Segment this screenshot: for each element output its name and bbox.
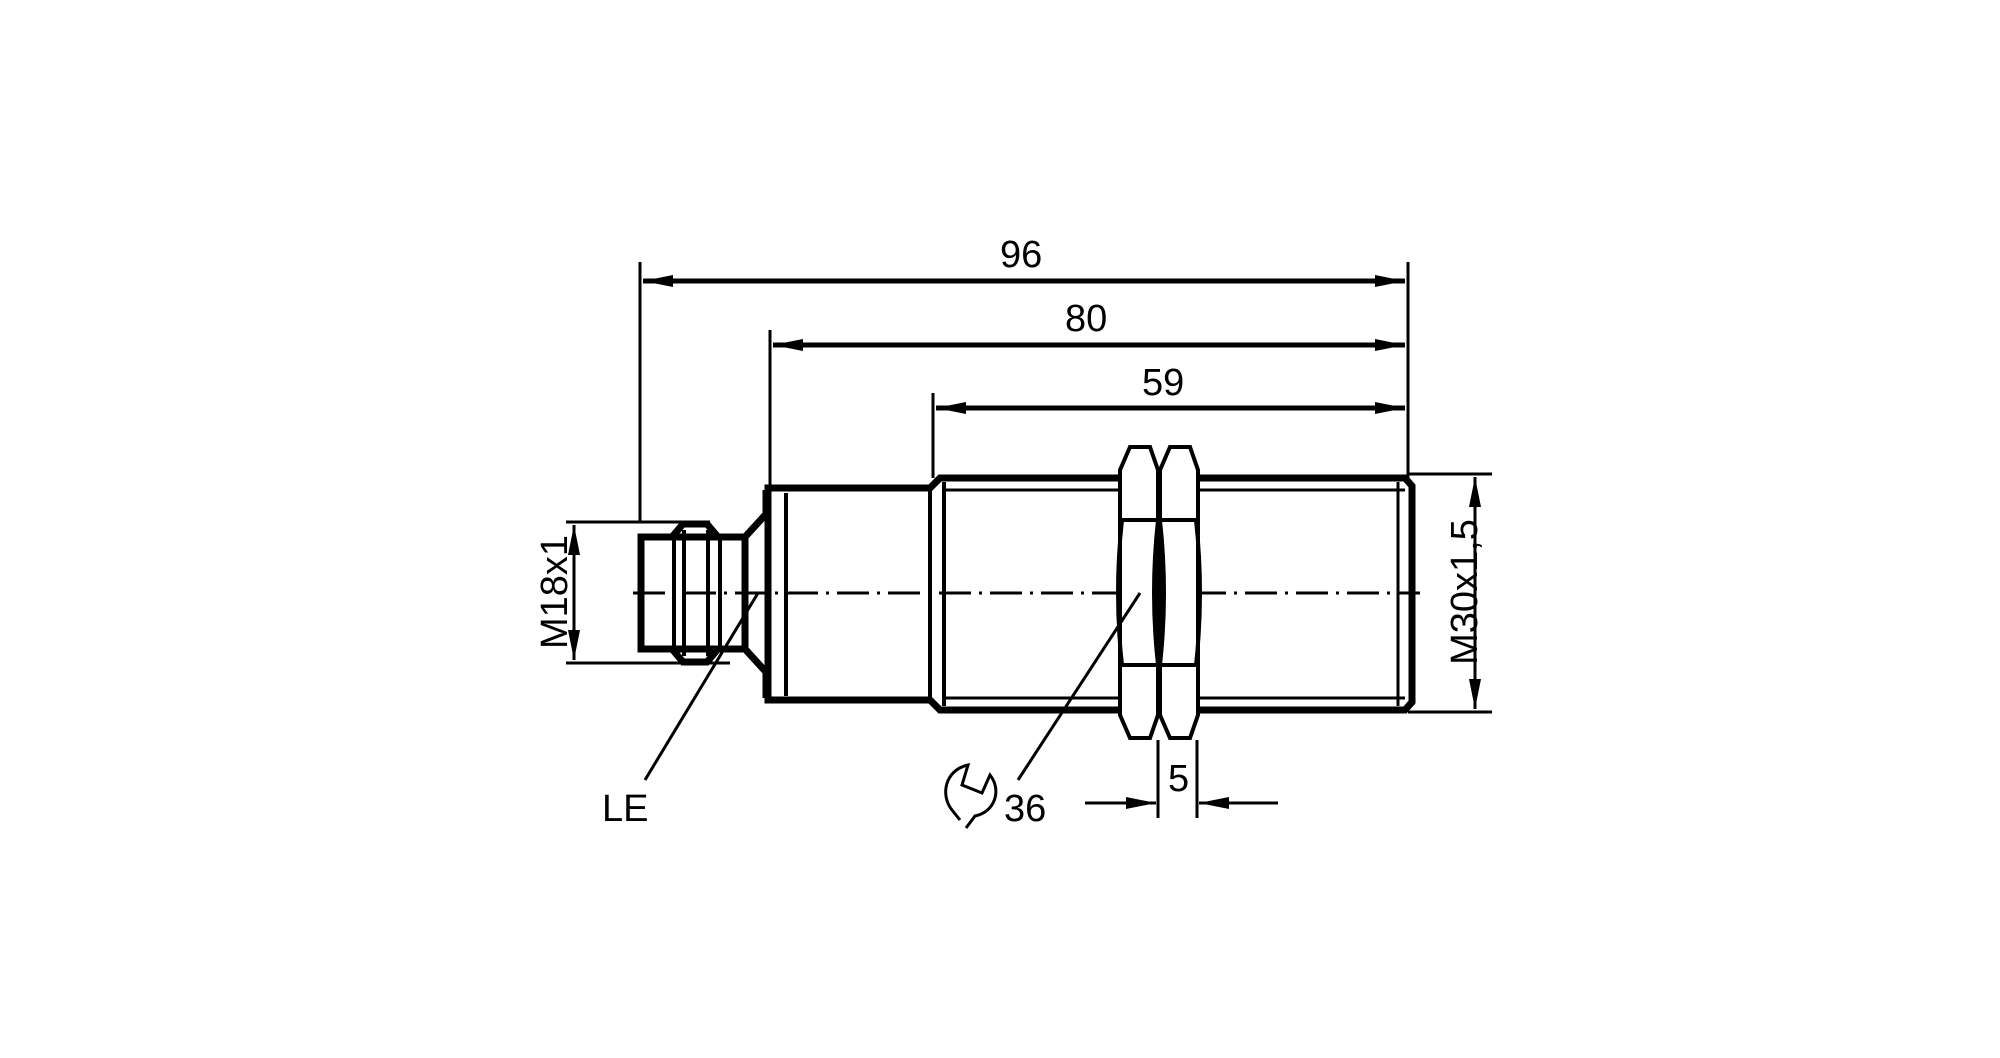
leader-lines <box>643 592 1142 781</box>
wrench-size-label: 36 <box>1004 788 1047 830</box>
m30-thread-label: M30x1,5 <box>1444 519 1486 665</box>
dim-59-label: 59 <box>1142 362 1185 404</box>
dim-96-label: 96 <box>1000 234 1043 276</box>
m18-thread-label: M18x1 <box>534 534 576 650</box>
dim-5-label: 5 <box>1168 758 1190 800</box>
le-label: LE <box>602 788 649 830</box>
lock-nuts <box>1116 445 1202 740</box>
wrench-leader <box>1016 592 1142 781</box>
extension-lines <box>566 262 1492 818</box>
dim-80-label: 80 <box>1065 298 1108 340</box>
le-leader <box>643 592 760 781</box>
dimension-lines <box>568 275 1481 809</box>
wrench-icon <box>944 762 998 829</box>
